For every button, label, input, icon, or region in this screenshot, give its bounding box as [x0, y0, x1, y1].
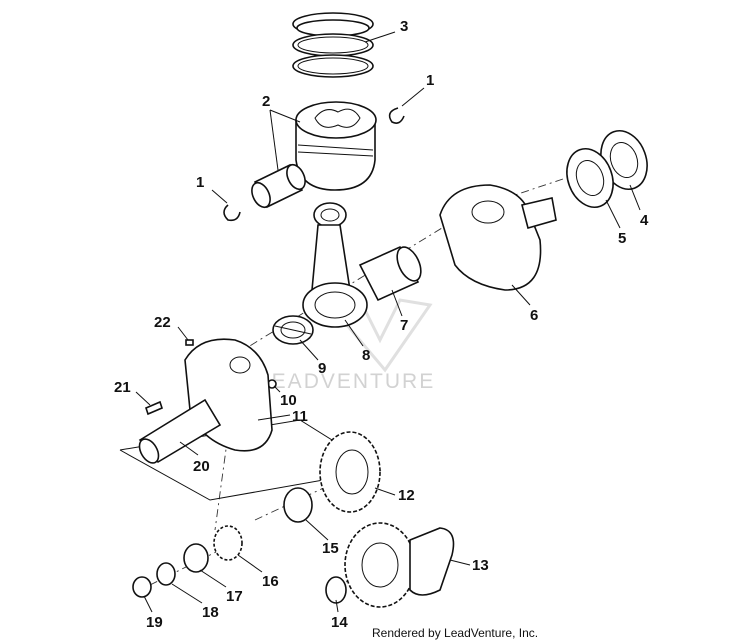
circlip-part-a [388, 107, 405, 124]
callout-11: 11 [292, 408, 308, 425]
nut-part-17 [183, 543, 209, 573]
callout-22: 22 [154, 314, 171, 331]
callout-6: 6 [530, 307, 538, 324]
callout-9: 9 [318, 360, 326, 377]
leader-lines [135, 31, 641, 613]
callout-10: 10 [280, 392, 297, 409]
callout-12: 12 [398, 487, 415, 504]
piston-part [295, 101, 377, 191]
gear-part-12 [319, 431, 381, 513]
callout-3: 3 [400, 18, 408, 35]
piston-rings-part [292, 12, 374, 78]
watermark-text: LEADVENTURE [258, 370, 435, 393]
ring-part-14 [325, 576, 347, 604]
washer-part-18 [156, 562, 176, 586]
circlip-part-b [223, 204, 241, 222]
callout-2: 2 [262, 93, 270, 110]
callout-5: 5 [618, 230, 626, 247]
callout-1a: 1 [426, 72, 434, 89]
callout-13: 13 [472, 557, 489, 574]
piston-pin-part [251, 163, 306, 209]
callout-numbers: 1 1 2 3 4 5 6 7 8 9 10 11 12 13 14 15 16… [114, 18, 649, 631]
nut-part-19 [132, 576, 152, 598]
callout-8: 8 [362, 347, 370, 364]
gear-part-16 [213, 525, 243, 561]
balancer-shaft-part-13 [344, 522, 455, 608]
ring-part-15 [283, 487, 313, 523]
crankshaft-half-part-6 [439, 184, 557, 291]
pin-part-22 [185, 339, 194, 346]
callout-20: 20 [193, 458, 210, 475]
connecting-rod-part [302, 202, 368, 328]
callout-18: 18 [202, 604, 219, 621]
callout-7: 7 [400, 317, 408, 334]
callout-1b: 1 [196, 174, 204, 191]
callout-16: 16 [262, 573, 279, 590]
needle-bearing-part [272, 315, 314, 345]
bearing-part-5 [566, 148, 614, 208]
callout-17: 17 [226, 588, 243, 605]
callout-15: 15 [322, 540, 339, 557]
crankshaft-half-part-11 [138, 338, 273, 464]
crank-pin-part [358, 245, 422, 302]
key-part-21 [145, 400, 163, 416]
callout-4: 4 [640, 212, 649, 229]
credit-text: Rendered by LeadVenture, Inc. [372, 626, 538, 640]
callout-19: 19 [146, 614, 163, 631]
callout-21: 21 [114, 379, 131, 396]
callout-14: 14 [331, 614, 348, 631]
